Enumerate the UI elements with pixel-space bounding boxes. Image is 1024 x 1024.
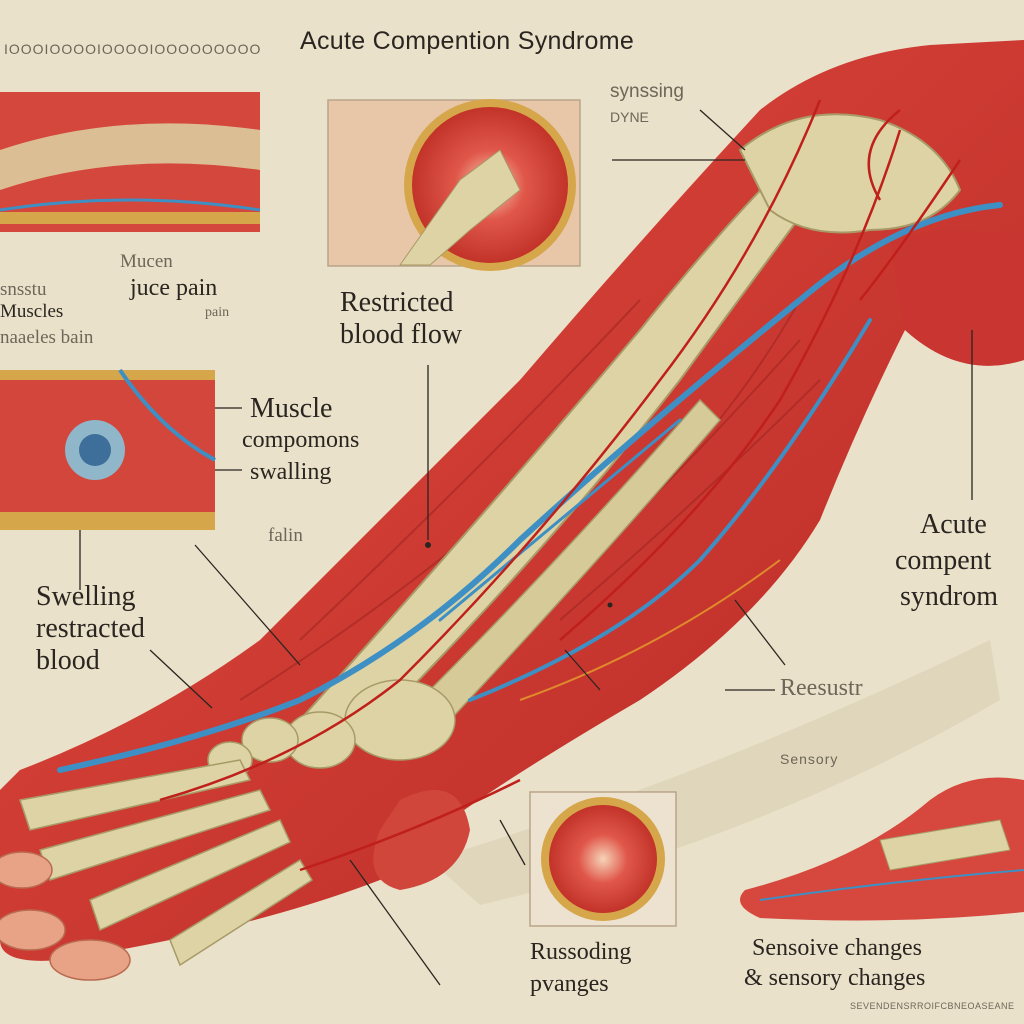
toes: [0, 851, 131, 981]
acute-right-label-2: compent: [895, 545, 992, 576]
top-mid-faint-label-2: DYNE: [610, 109, 649, 125]
leader-lines: [79, 109, 973, 986]
nerve-line: [519, 559, 781, 701]
muscle-label-line3: swalling: [250, 459, 332, 485]
resseding-label-2: pvanges: [530, 971, 609, 997]
muced-label: Mucen: [120, 251, 173, 272]
sensoive-label-1: Sensoive changes: [752, 935, 922, 961]
sensoive-label-2: & sensory changes: [744, 965, 926, 991]
sensory-top-label: Sensory: [780, 751, 839, 767]
swelling-label: Swelling: [36, 581, 136, 612]
bottom-strip-label: SEVENDENSRROIFCBNEOASEANE: [850, 1001, 1015, 1011]
fibula-bone: [418, 398, 722, 721]
blood-label-2: blood: [36, 645, 100, 676]
muscles-label-line1: snsstu: [0, 279, 47, 300]
arteries: [159, 99, 962, 872]
panel-top-left-muscle: [0, 92, 261, 232]
panel-bottom-right-foot: [740, 777, 1024, 921]
panel-middle-left-swelling: [0, 368, 216, 530]
knee-joint: [738, 113, 962, 234]
panel-top-middle-cross-section: [327, 99, 581, 271]
top-left-strip-label: IOOOIOOOOIOOOOIOOOOOOOOO: [4, 41, 262, 57]
resseding-label-1: Russoding: [530, 939, 632, 965]
foot-bones: [19, 679, 456, 967]
page-title: Acute Compention Syndrome: [300, 27, 635, 55]
restricted-label-2: restracted: [36, 613, 145, 644]
muscle-label-line2: compomons: [242, 427, 360, 453]
muscles-label-line2: Muscles: [0, 301, 64, 322]
pain-right-label: pain: [205, 305, 230, 320]
muscles-pain-label: naaeles bain: [0, 327, 94, 348]
acute-right-label-1: Acute: [920, 509, 987, 540]
top-mid-faint-label: synssing: [610, 81, 684, 102]
reseust-label: Reesustr: [780, 675, 863, 701]
acute-right-label-3: syndrom: [900, 581, 998, 612]
falin-label: falin: [268, 525, 303, 546]
thigh-muscle: [890, 230, 1024, 366]
restricted-label-line2: blood flow: [340, 319, 463, 350]
panel-bottom-middle-circle: [529, 791, 677, 927]
leader-dots: [425, 542, 613, 608]
restricted-label-line1: Restricted: [340, 287, 454, 318]
muscle-label-line1: Muscle: [250, 393, 333, 424]
juce-pain-label: juce pain: [130, 275, 218, 301]
